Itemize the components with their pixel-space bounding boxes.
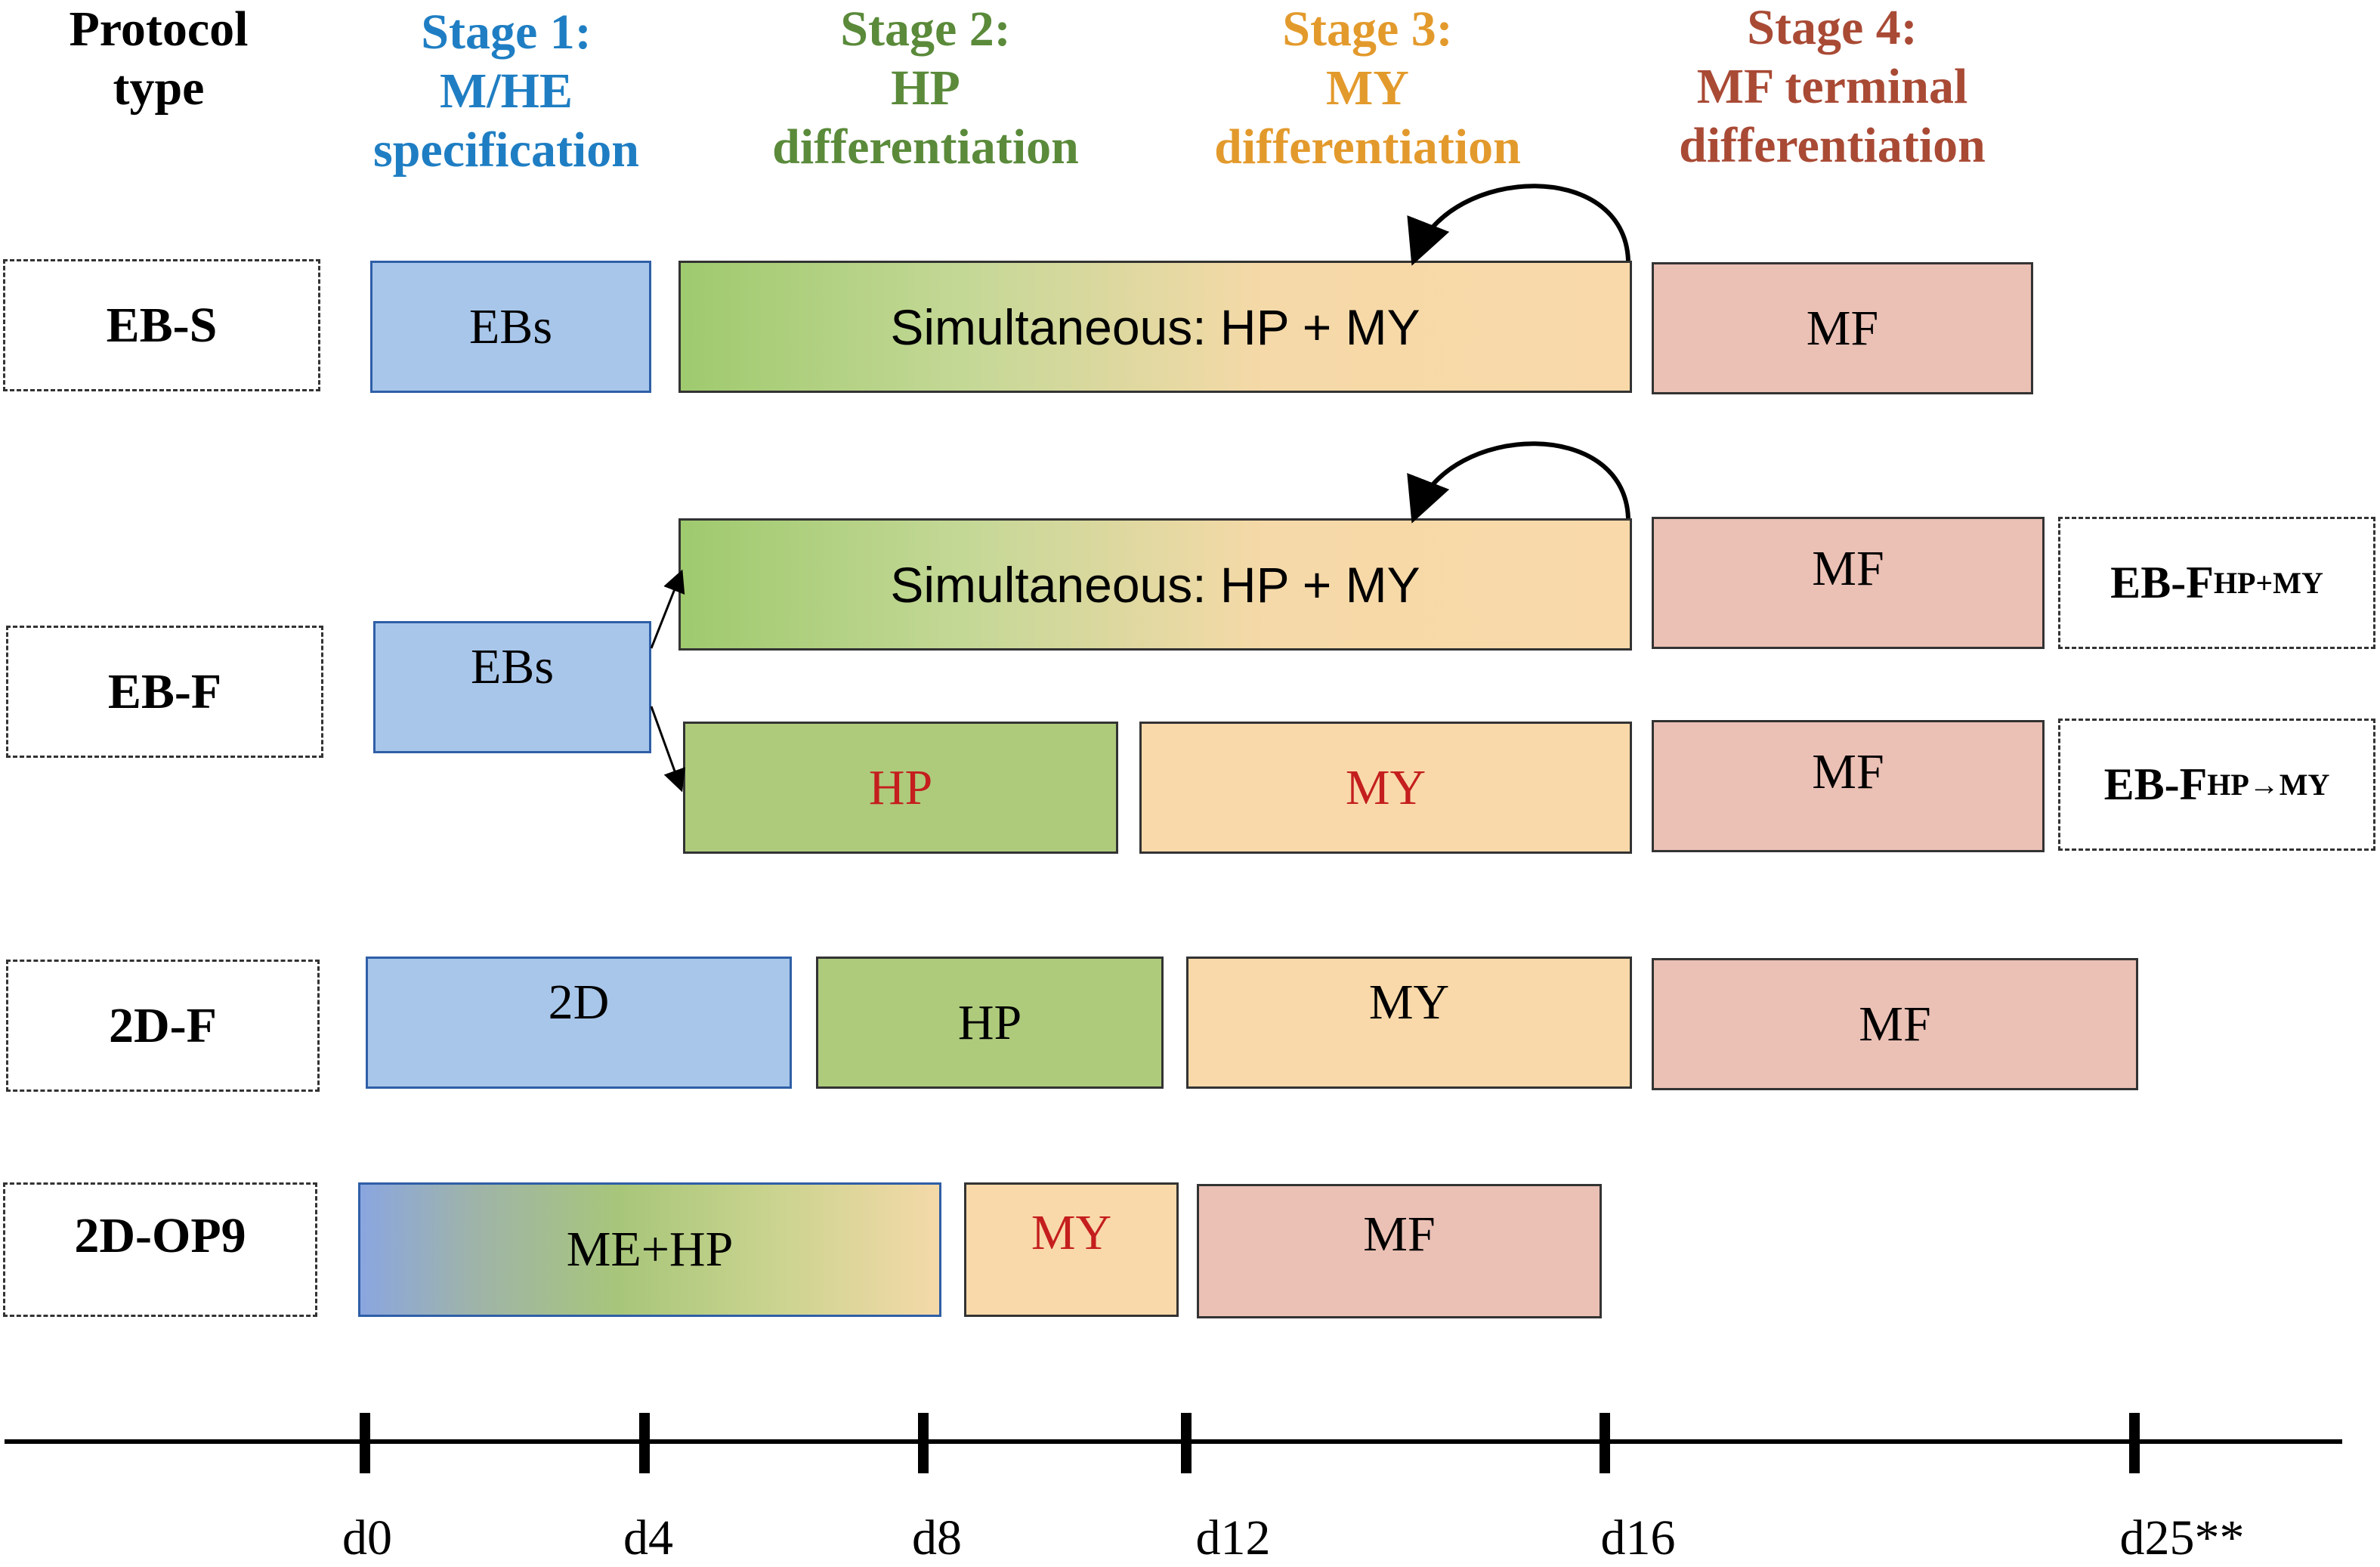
header-protocol-line1: Protocol bbox=[69, 2, 249, 57]
eb-f-hp-my-tag-sub: HP+MY bbox=[2213, 566, 2323, 600]
header-stage2-line3: differentiation bbox=[772, 119, 1079, 175]
header-stage3-line1: Stage 3: bbox=[1282, 2, 1453, 57]
timeline-tick-d25 bbox=[2129, 1413, 2140, 1473]
eb-f-hp-my-tag-main: EB-F bbox=[2110, 558, 2214, 607]
header-stage1: Stage 1: M/HE specification bbox=[325, 3, 688, 180]
eb-f-hp-to-my-tag-main: EB-F bbox=[2103, 759, 2208, 809]
eb-s-loop-arrow bbox=[1407, 184, 1630, 266]
header-stage1-line1: Stage 1: bbox=[421, 5, 592, 60]
2d-op9-my-label: MY bbox=[1031, 1205, 1112, 1260]
2d-f-my-box: MY bbox=[1186, 957, 1632, 1089]
2d-op9-my-box: MY bbox=[964, 1182, 1179, 1317]
header-protocol-line2: type bbox=[113, 60, 205, 116]
header-stage3-line2: MY bbox=[1326, 60, 1409, 116]
timeline-tick-d4 bbox=[639, 1413, 650, 1473]
header-stage4: Stage 4: MF terminal differentiation bbox=[1632, 0, 2032, 175]
timeline-label-d16: d16 bbox=[1600, 1510, 1676, 1565]
header-protocol-type: Protocol type bbox=[45, 0, 272, 118]
timeline-label-d12: d12 bbox=[1195, 1510, 1271, 1565]
header-stage3: Stage 3: MY differentiation bbox=[1164, 0, 1572, 177]
eb-f-branch-arrow-up bbox=[650, 569, 685, 649]
header-stage2-line1: Stage 2: bbox=[840, 2, 1011, 57]
eb-f-lower-mf-box: MF bbox=[1652, 720, 2045, 852]
eb-f-simultaneous-label: Simultaneous: HP + MY bbox=[890, 556, 1420, 613]
protocol-label-eb-f: EB-F bbox=[6, 626, 323, 758]
eb-s-mf-box: MF bbox=[1652, 262, 2033, 394]
timeline-label-d8: d8 bbox=[912, 1510, 962, 1565]
eb-f-loop-arrow bbox=[1407, 441, 1630, 524]
header-stage4-line1: Stage 4: bbox=[1747, 0, 1918, 55]
eb-s-ebs-box: EBs bbox=[370, 261, 651, 393]
2d-f-2d-label: 2D bbox=[548, 975, 610, 1030]
2d-op9-me-hp-box: ME+HP bbox=[358, 1182, 941, 1317]
timeline-tick-d0 bbox=[360, 1413, 370, 1473]
eb-f-ebs-label: EBs bbox=[470, 639, 555, 694]
2d-f-2d-box: 2D bbox=[366, 957, 792, 1089]
2d-f-my-label: MY bbox=[1368, 975, 1450, 1030]
eb-s-simultaneous-label: Simultaneous: HP + MY bbox=[890, 298, 1420, 355]
eb-s-simultaneous-box: Simultaneous: HP + MY bbox=[678, 261, 1632, 393]
eb-f-hp-box: HP bbox=[683, 722, 1118, 854]
timeline-tick-d16 bbox=[1600, 1413, 1610, 1473]
timeline-label-d25: d25** bbox=[2119, 1510, 2245, 1565]
eb-f-my-box: MY bbox=[1139, 722, 1632, 854]
header-stage4-line3: differentiation bbox=[1679, 118, 1986, 173]
header-stage2: Stage 2: HP differentiation bbox=[725, 0, 1126, 177]
header-stage1-line2: M/HE bbox=[440, 63, 573, 119]
timeline-tick-d12 bbox=[1181, 1413, 1192, 1473]
2d-f-mf-box: MF bbox=[1652, 958, 2138, 1090]
timeline-tick-d8 bbox=[918, 1413, 929, 1473]
timeline-label-d4: d4 bbox=[623, 1510, 673, 1565]
timeline-label-d0: d0 bbox=[342, 1510, 392, 1565]
eb-f-simultaneous-box: Simultaneous: HP + MY bbox=[678, 518, 1632, 651]
eb-f-branch-arrow-down bbox=[650, 706, 685, 793]
eb-f-upper-mf-box: MF bbox=[1652, 517, 2045, 649]
protocol-label-2d-f: 2D-F bbox=[6, 960, 320, 1092]
eb-f-ebs-box: EBs bbox=[373, 621, 651, 753]
2d-op9-mf-label: MF bbox=[1363, 1207, 1436, 1262]
eb-f-lower-mf-label: MF bbox=[1812, 744, 1884, 799]
eb-f-upper-mf-label: MF bbox=[1812, 541, 1884, 596]
header-stage3-line3: differentiation bbox=[1214, 119, 1521, 175]
header-stage2-line2: HP bbox=[891, 60, 960, 116]
eb-f-hp-to-my-tag-sub: HP→MY bbox=[2207, 768, 2330, 802]
protocol-label-eb-s: EB-S bbox=[3, 259, 320, 391]
protocol-label-2d-op9-text: 2D-OP9 bbox=[74, 1208, 246, 1263]
protocol-label-2d-op9: 2D-OP9 bbox=[3, 1182, 317, 1317]
2d-op9-mf-box: MF bbox=[1197, 1184, 1602, 1318]
2d-f-hp-box: HP bbox=[816, 957, 1164, 1089]
header-stage4-line2: MF terminal bbox=[1696, 59, 1968, 114]
header-stage1-line3: specification bbox=[373, 122, 639, 178]
